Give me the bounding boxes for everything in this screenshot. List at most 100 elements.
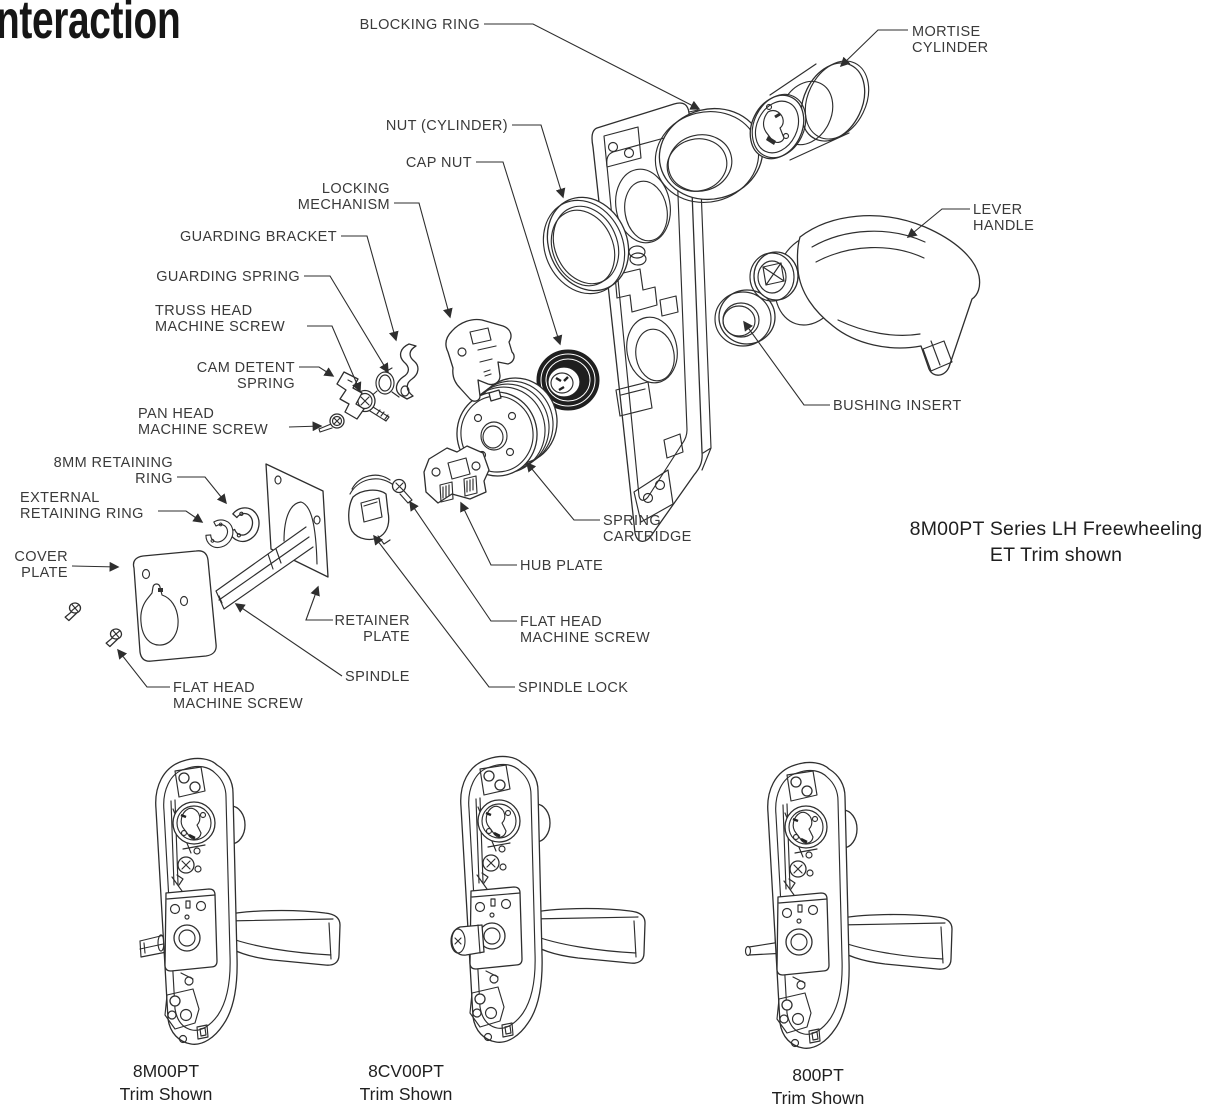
svg-text:RETAINING RING: RETAINING RING (20, 506, 144, 522)
label-mortise-cylinder: MORTISE CYLINDER (912, 24, 989, 56)
label-cover-plate: COVER PLATE (14, 549, 68, 581)
svg-text:ET Trim shown: ET Trim shown (990, 544, 1122, 566)
leader-lines (71, 23, 970, 688)
leader-pan-head-machine-screw (288, 421, 323, 432)
svg-text:MACHINE SCREW: MACHINE SCREW (520, 630, 650, 646)
leader-locking-mechanism (394, 202, 453, 319)
part-spring-cartridge (456, 377, 558, 477)
label-spring-cartridge: SPRING CARTRIDGE (603, 513, 692, 545)
svg-text:RETAINER: RETAINER (335, 613, 410, 629)
svg-text:MACHINE SCREW: MACHINE SCREW (155, 319, 285, 335)
part-bushing-insert (714, 289, 776, 347)
trim-figure-8m00pt (139, 757, 342, 1046)
part-hub-plate (423, 445, 490, 504)
leader-mortise-cylinder (839, 29, 908, 68)
leader-guarding-bracket (341, 235, 399, 342)
leader-flat-head-machine-screw-left (117, 648, 170, 688)
svg-text:HANDLE: HANDLE (973, 218, 1034, 234)
part-flat-head-machine-screw-center (391, 478, 413, 504)
leader-guarding-spring (304, 275, 389, 374)
svg-text:CAM DETENT: CAM DETENT (197, 360, 295, 376)
label-cap-nut: CAP NUT (406, 155, 472, 171)
part-labels: BLOCKING RING MORTISE CYLINDER NUT (CYLI… (14, 17, 1034, 712)
svg-text:COVER: COVER (14, 549, 68, 565)
leader-flat-head-machine-screw-center (409, 500, 517, 622)
part-lever-handle (749, 215, 981, 376)
part-nut-cylinder (542, 196, 630, 295)
label-cam-detent-spring: CAM DETENT SPRING (197, 360, 295, 392)
part-spindle (215, 526, 314, 610)
leader-hub-plate (460, 501, 517, 566)
leader-bushing-insert (743, 320, 830, 406)
part-external-retaining-ring (200, 514, 240, 554)
part-locking-mechanism (445, 318, 515, 402)
svg-text:FLAT HEAD: FLAT HEAD (173, 680, 255, 696)
svg-text:TRUSS HEAD: TRUSS HEAD (155, 303, 252, 319)
svg-text:8M00PT Series LH Freewheeling: 8M00PT Series LH Freewheeling (910, 518, 1203, 540)
part-cam-detent-spring (336, 371, 365, 420)
svg-text:PLATE: PLATE (21, 565, 68, 581)
part-flat-head-screw-b (105, 627, 123, 649)
svg-text:MACHINE SCREW: MACHINE SCREW (138, 422, 268, 438)
page-heading-partial: nteraction (0, 0, 180, 49)
label-flat-head-machine-screw-center: FLAT HEAD MACHINE SCREW (520, 614, 650, 646)
part-spindle-lock (348, 474, 393, 545)
label-8mm-retaining-ring: 8MM RETAINING RING (54, 455, 173, 487)
leader-retainer-plate (305, 585, 333, 621)
caption-8m00pt-model: 8M00PT (133, 1061, 199, 1081)
caption-800pt-text: Trim Shown (772, 1088, 865, 1108)
svg-text:CARTRIDGE: CARTRIDGE (603, 529, 692, 545)
svg-text:MACHINE SCREW: MACHINE SCREW (173, 696, 303, 712)
leader-truss-head-machine-screw (307, 325, 362, 393)
svg-text:EXTERNAL: EXTERNAL (20, 490, 100, 506)
part-cover-plate (132, 550, 217, 662)
part-flat-head-screw-a (64, 601, 82, 623)
label-spindle-lock: SPINDLE LOCK (518, 680, 628, 696)
svg-text:PLATE: PLATE (363, 629, 410, 645)
svg-text:MECHANISM: MECHANISM (298, 197, 390, 213)
caption-800pt-model: 800PT (792, 1065, 844, 1085)
label-flat-head-machine-screw-left: FLAT HEAD MACHINE SCREW (173, 680, 303, 712)
part-cap-nut (536, 349, 600, 411)
label-locking-mechanism: LOCKING MECHANISM (298, 181, 390, 213)
label-spindle: SPINDLE (345, 669, 410, 685)
svg-text:CYLINDER: CYLINDER (912, 40, 989, 56)
diagram-caption: 8M00PT Series LH Freewheeling ET Trim sh… (910, 518, 1203, 566)
leader-spindle-lock (373, 534, 515, 688)
svg-text:MORTISE: MORTISE (912, 24, 981, 40)
svg-text:LEVER: LEVER (973, 202, 1023, 218)
leader-cover-plate (71, 561, 120, 572)
caption-8cv00pt-text: Trim Shown (360, 1084, 453, 1104)
trim-figure-8cv00pt (450, 755, 647, 1044)
figure-captions: 8M00PT Trim Shown 8CV00PT Trim Shown 800… (120, 1061, 865, 1108)
part-guarding-bracket (395, 343, 419, 400)
trim-figure-800pt (744, 761, 954, 1050)
label-external-retaining-ring: EXTERNAL RETAINING RING (20, 490, 144, 522)
label-truss-head-machine-screw: TRUSS HEAD MACHINE SCREW (155, 303, 285, 335)
leader-blocking-ring (484, 23, 701, 110)
leader-spring-cartridge (526, 461, 600, 521)
label-guarding-bracket: GUARDING BRACKET (180, 229, 337, 245)
label-pan-head-machine-screw: PAN HEAD MACHINE SCREW (138, 406, 268, 438)
label-bushing-insert: BUSHING INSERT (833, 398, 962, 414)
label-blocking-ring: BLOCKING RING (360, 17, 480, 33)
leader-spindle (234, 603, 343, 677)
part-mortise-cylinder (749, 60, 870, 161)
leader-cam-detent-spring (299, 366, 335, 377)
label-lever-handle: LEVER HANDLE (973, 202, 1034, 234)
part-pan-head-machine-screw (318, 413, 345, 433)
leader-external-retaining-ring (158, 510, 204, 523)
leader-cap-nut (476, 161, 563, 346)
svg-text:RING: RING (135, 471, 173, 487)
label-hub-plate: HUB PLATE (520, 558, 603, 574)
caption-8m00pt-text: Trim Shown (120, 1084, 213, 1104)
svg-text:SPRING: SPRING (237, 376, 295, 392)
svg-text:8MM RETAINING: 8MM RETAINING (54, 455, 173, 471)
label-guarding-spring: GUARDING SPRING (156, 269, 300, 285)
leader-8mm-retaining-ring (177, 476, 227, 505)
svg-text:FLAT HEAD: FLAT HEAD (520, 614, 602, 630)
caption-8cv00pt-model: 8CV00PT (368, 1061, 444, 1081)
spindle-variant-cylinder (450, 924, 485, 956)
